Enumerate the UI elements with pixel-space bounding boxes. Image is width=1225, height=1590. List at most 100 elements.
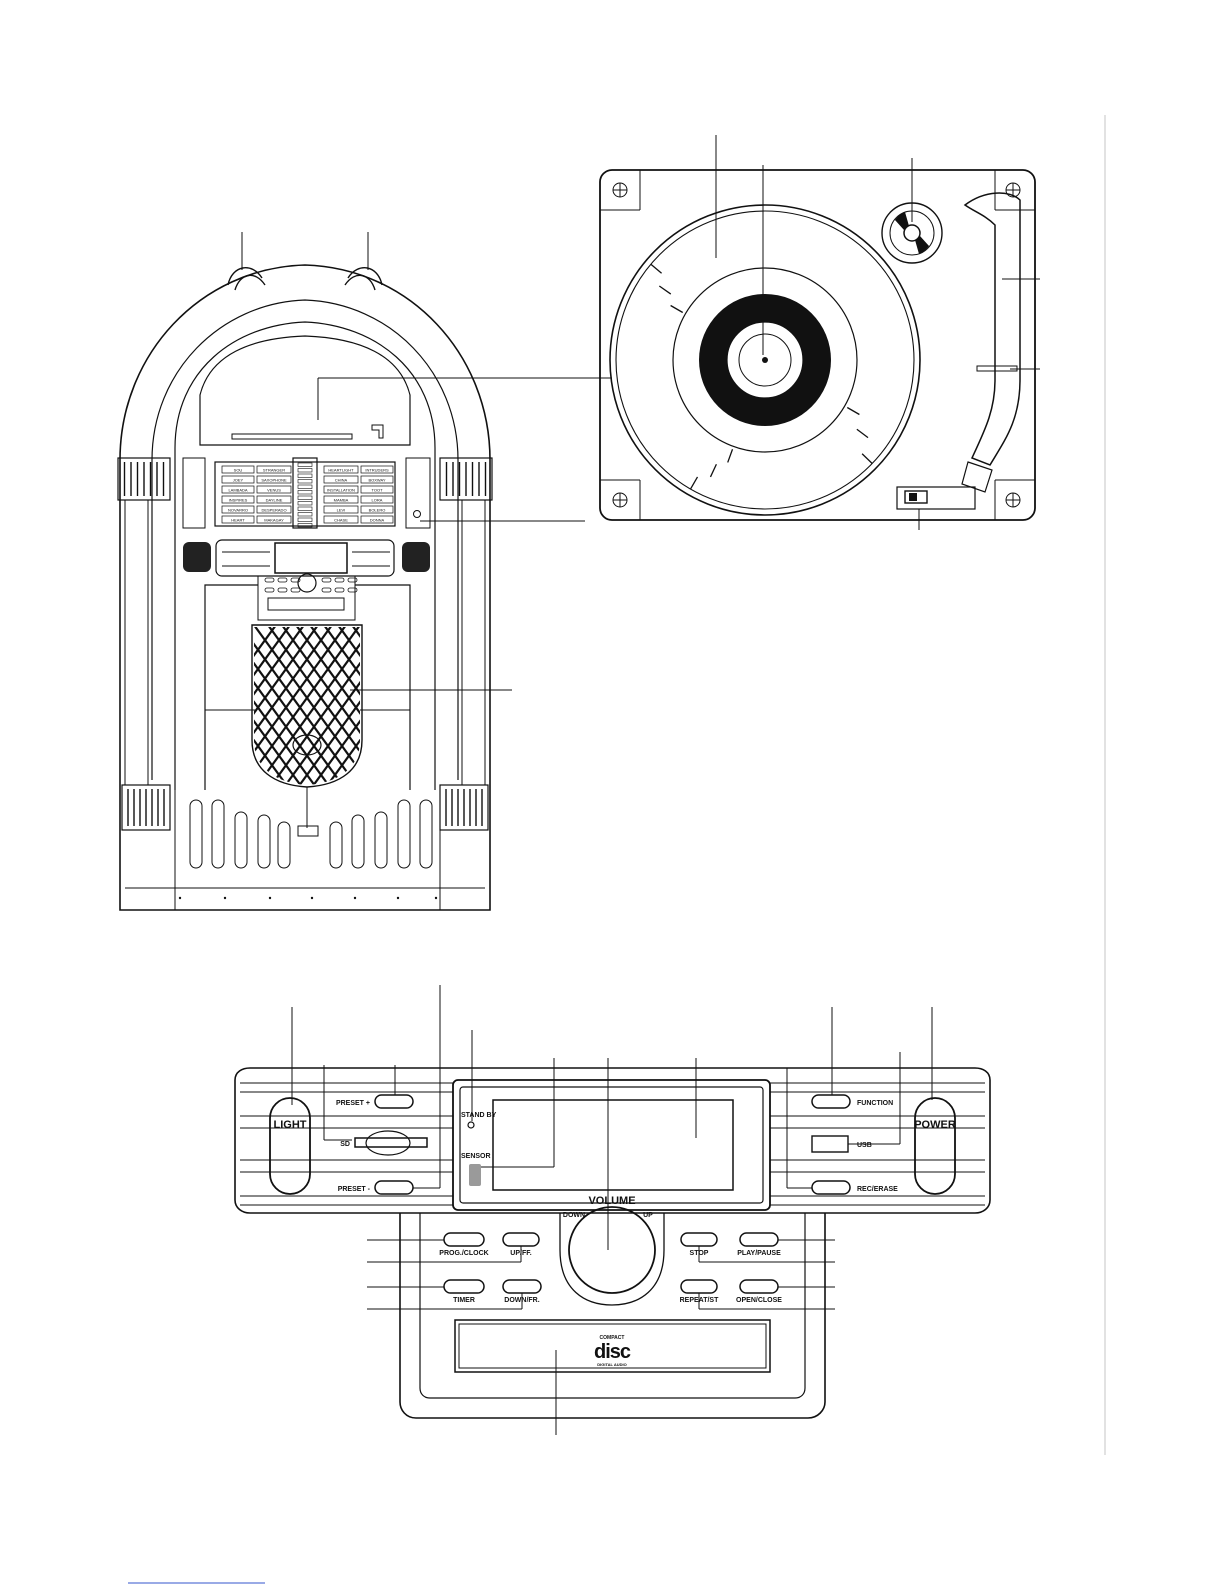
tonearm-in-window <box>371 424 384 439</box>
title-strip <box>221 515 255 524</box>
turntable-edge-in-window <box>231 433 353 440</box>
title-strip <box>256 515 292 524</box>
title-strip <box>360 485 394 494</box>
panel-callouts <box>291 985 933 1435</box>
sd-label: SD <box>340 1141 350 1148</box>
title-strip <box>221 495 255 504</box>
control-panel-enlarged: LIGHT POWER PRESET + PRESET - SD STAND B… <box>234 985 991 1435</box>
title-strip-text: DAYLINE <box>266 497 283 502</box>
title-strip <box>221 505 255 514</box>
rec-erase-button[interactable] <box>811 1180 851 1195</box>
left-column <box>117 457 171 831</box>
right-speaker <box>402 542 430 572</box>
mini-buttons <box>264 577 358 593</box>
base-slot <box>234 811 248 869</box>
sensor-label: SENSOR <box>461 1153 491 1160</box>
up-ff-button[interactable] <box>502 1232 540 1247</box>
play-pause-label: PLAY/PAUSE <box>737 1250 781 1257</box>
ir-sensor <box>469 1164 481 1186</box>
volume-label: VOLUME <box>588 1195 635 1207</box>
title-strip <box>221 465 255 474</box>
title-strip-text: SAXOPHONE <box>261 477 287 482</box>
panel-upper-body <box>234 1067 991 1214</box>
title-strip <box>256 465 292 474</box>
left-light-bar <box>182 457 206 529</box>
title-strip-text: HEARTLIGHT <box>328 467 354 472</box>
title-strip-text: CHASE <box>334 517 348 522</box>
usb-label: USB <box>857 1142 872 1149</box>
mini-button <box>290 587 301 593</box>
preset-down-button[interactable] <box>374 1180 414 1195</box>
title-strip <box>323 465 359 474</box>
prog-clock-button[interactable] <box>443 1232 485 1247</box>
base-slot <box>419 799 433 869</box>
cd-tray[interactable] <box>454 1319 771 1373</box>
title-strips: SOUJOEYLAMBADAINSPIRESNOVARROHEARTSTRANG… <box>221 462 394 528</box>
mini-button <box>277 587 288 593</box>
mini-button <box>264 577 275 583</box>
base-slot <box>374 811 388 869</box>
platter <box>609 204 921 516</box>
function-button[interactable] <box>811 1094 851 1109</box>
title-strip-text: LEVI <box>337 507 346 512</box>
volume-up-label: UP <box>643 1212 653 1219</box>
volume-knob[interactable] <box>568 1206 656 1294</box>
light-button[interactable] <box>269 1097 311 1195</box>
title-strip <box>360 475 394 484</box>
title-strip-text: VENUS <box>267 487 281 492</box>
right-top-ornament <box>344 267 383 291</box>
turntable-top-view <box>599 135 1040 530</box>
svg-text:DIGITAL AUDIO: DIGITAL AUDIO <box>597 1362 626 1367</box>
title-strip-text: MAKAGAY <box>264 517 284 522</box>
base-slot <box>351 814 365 869</box>
title-strip-text: INSPIRES <box>229 497 248 502</box>
title-strip <box>256 495 292 504</box>
mini-button <box>347 577 358 583</box>
svg-text:disc: disc <box>594 1341 631 1363</box>
sd-card-slot[interactable] <box>354 1137 428 1148</box>
base-slot <box>189 799 203 869</box>
power-button[interactable] <box>914 1097 956 1195</box>
mini-button <box>277 577 288 583</box>
mini-button <box>264 587 275 593</box>
spindle <box>762 357 768 363</box>
volume-knob-mini <box>297 573 317 593</box>
title-strip-text: LORA <box>372 497 383 502</box>
title-strip <box>360 495 394 504</box>
light-button-label: LIGHT <box>274 1119 307 1131</box>
center-light-bar <box>292 457 318 529</box>
left-top-ornament <box>227 267 266 291</box>
usb-port[interactable] <box>811 1135 849 1153</box>
open-close-button[interactable] <box>739 1279 779 1294</box>
grille-emblem <box>292 734 322 756</box>
play-pause-button[interactable] <box>739 1232 779 1247</box>
mini-button <box>290 577 301 583</box>
down-fr-button[interactable] <box>502 1279 542 1294</box>
timer-button[interactable] <box>443 1279 485 1294</box>
mini-button <box>321 587 332 593</box>
tone-arm <box>963 192 1021 466</box>
title-strip-text: DESPERADO <box>261 507 286 512</box>
preset-up-button[interactable] <box>374 1094 414 1109</box>
speed-switch-plate <box>896 486 976 510</box>
rec-erase-label: REC/ERASE <box>857 1186 898 1193</box>
mini-button <box>321 577 332 583</box>
prog-clock-label: PROG./CLOCK <box>439 1250 488 1257</box>
column-rings <box>123 462 487 826</box>
title-strip-text: INSTALLATION <box>327 487 355 492</box>
title-strip <box>323 505 359 514</box>
display-mini <box>274 542 348 574</box>
base-slot <box>257 814 271 869</box>
mini-button <box>334 577 345 583</box>
title-strip <box>256 505 292 514</box>
stop-button[interactable] <box>680 1232 718 1247</box>
timer-label: TIMER <box>453 1297 475 1304</box>
title-strip <box>221 475 255 484</box>
power-button-label: POWER <box>914 1119 956 1131</box>
repeat-st-button[interactable] <box>680 1279 718 1294</box>
corner-screws <box>612 182 1021 508</box>
jukebox-outer-outline <box>119 264 491 911</box>
volume-down-label: DOWN <box>563 1212 585 1219</box>
lower-body-frame <box>204 584 411 790</box>
